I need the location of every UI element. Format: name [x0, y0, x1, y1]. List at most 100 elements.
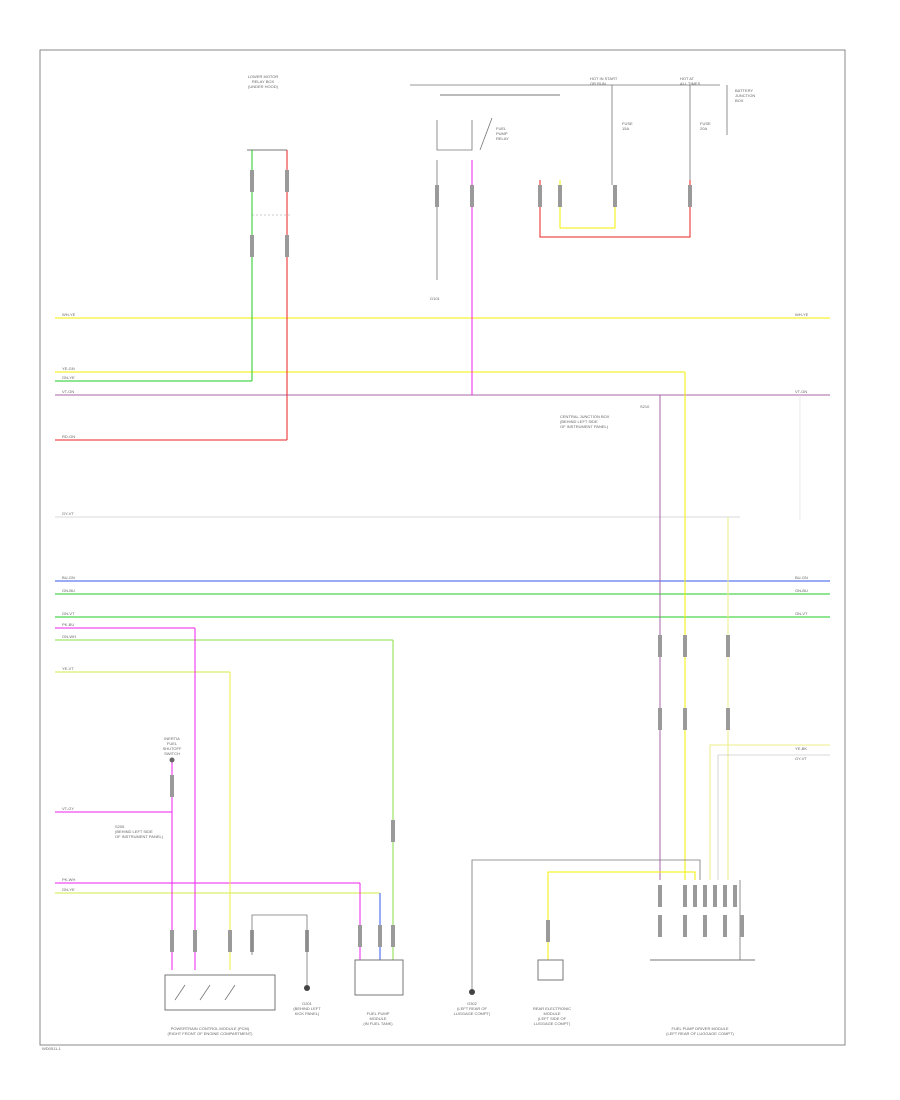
connector	[693, 885, 697, 907]
label-green-second: GN-YE	[62, 375, 75, 380]
pcm-box	[164, 974, 276, 1011]
connector	[613, 185, 617, 207]
connector	[658, 635, 662, 657]
connector	[285, 170, 289, 192]
connector	[713, 885, 717, 907]
connector	[658, 885, 662, 907]
connector	[683, 708, 687, 730]
connector	[250, 170, 254, 192]
connector	[391, 925, 395, 947]
label-yellow-top-left: WH-YE	[62, 312, 76, 317]
connector	[723, 885, 727, 907]
ground-low-dot	[469, 989, 475, 995]
label-green-right: GN-BU	[795, 588, 808, 593]
label-yellow-top-right: WH-YE	[795, 312, 809, 317]
label-tan-right-b: GY-VT	[795, 756, 807, 761]
connector	[470, 185, 474, 207]
connector	[250, 235, 254, 257]
label-yellow-low-left: YE-VT	[62, 666, 74, 671]
pcm-module: POWERTRAIN CONTROL MODULE (PCM)(RIGHT FR…	[164, 974, 276, 1036]
vertical-wires	[171, 150, 830, 990]
ground-mid-wire	[251, 914, 308, 985]
label-blue-right: BU-GN	[795, 575, 808, 580]
label-violet-left: VT-GN	[62, 389, 74, 394]
label-green-left: GN-BU	[62, 588, 75, 593]
vert-gray-right-low	[717, 754, 830, 880]
relay-switch	[479, 117, 493, 151]
vert-ground-splice	[471, 859, 701, 990]
rear-control-box	[537, 959, 564, 981]
connector	[733, 885, 737, 907]
top-yellow-loop	[559, 180, 616, 229]
footer-code: WD0511-1	[42, 1046, 62, 1051]
label-red-left: RD-GN	[62, 434, 75, 439]
label-tan-right-a: YE-BK	[795, 746, 807, 751]
label-green-low-left: GN-VT	[62, 611, 75, 616]
connector	[193, 930, 197, 952]
driver-module-label: FUEL PUMP DRIVER MODULE(LEFT REAR OF LUG…	[666, 1026, 734, 1036]
label-green-low-right: GN-VT	[795, 611, 808, 616]
fuel-pump-box	[354, 959, 404, 996]
connector-stubs	[170, 170, 744, 952]
connector	[558, 185, 562, 207]
connector	[285, 235, 289, 257]
label-blue-left: BU-GN	[62, 575, 75, 580]
splice-dot	[169, 757, 175, 763]
vert-yellow-pcm	[547, 871, 696, 960]
connector	[703, 915, 707, 937]
pcm-switches	[174, 984, 236, 1001]
connector	[391, 820, 395, 842]
connector	[538, 185, 542, 207]
bus-wires	[55, 317, 830, 894]
connector	[703, 885, 707, 907]
diagram-frame	[39, 49, 846, 1046]
bus-labels: WH-YE WH-YE YE-GN GN-YE VT-GN VT-GN RD-G…	[62, 312, 809, 892]
top-red-loop	[539, 180, 691, 238]
connector	[546, 920, 550, 942]
connector	[658, 915, 662, 937]
label-gray-left: GY-VT	[62, 511, 74, 516]
relay-coil-frame	[436, 120, 473, 151]
connector	[228, 930, 232, 952]
fuel-pump-driver-module: FUEL PUMP DRIVER MODULE(LEFT REAR OF LUG…	[650, 959, 755, 1036]
connector	[683, 635, 687, 657]
splice-right-label: S210	[640, 404, 650, 409]
connector	[683, 885, 687, 907]
vert-tan-right	[709, 744, 830, 880]
connector	[170, 775, 174, 797]
label-yellow-second: YE-GN	[62, 366, 75, 371]
ground-mid-dot	[304, 985, 310, 991]
connector	[435, 185, 439, 207]
connector	[723, 915, 727, 937]
pcm-label: POWERTRAIN CONTROL MODULE (PCM)(RIGHT FR…	[167, 1026, 253, 1036]
connector	[658, 708, 662, 730]
label-magenta-left: PK-BU	[62, 622, 74, 627]
connector	[683, 915, 687, 937]
label-violet-right: VT-GN	[795, 389, 807, 394]
label-magenta-bottom: PK-WH	[62, 877, 75, 882]
label-lightgreen-left: GN-WH	[62, 634, 76, 639]
connector	[740, 915, 744, 937]
connector	[378, 925, 382, 947]
connector	[170, 930, 174, 952]
